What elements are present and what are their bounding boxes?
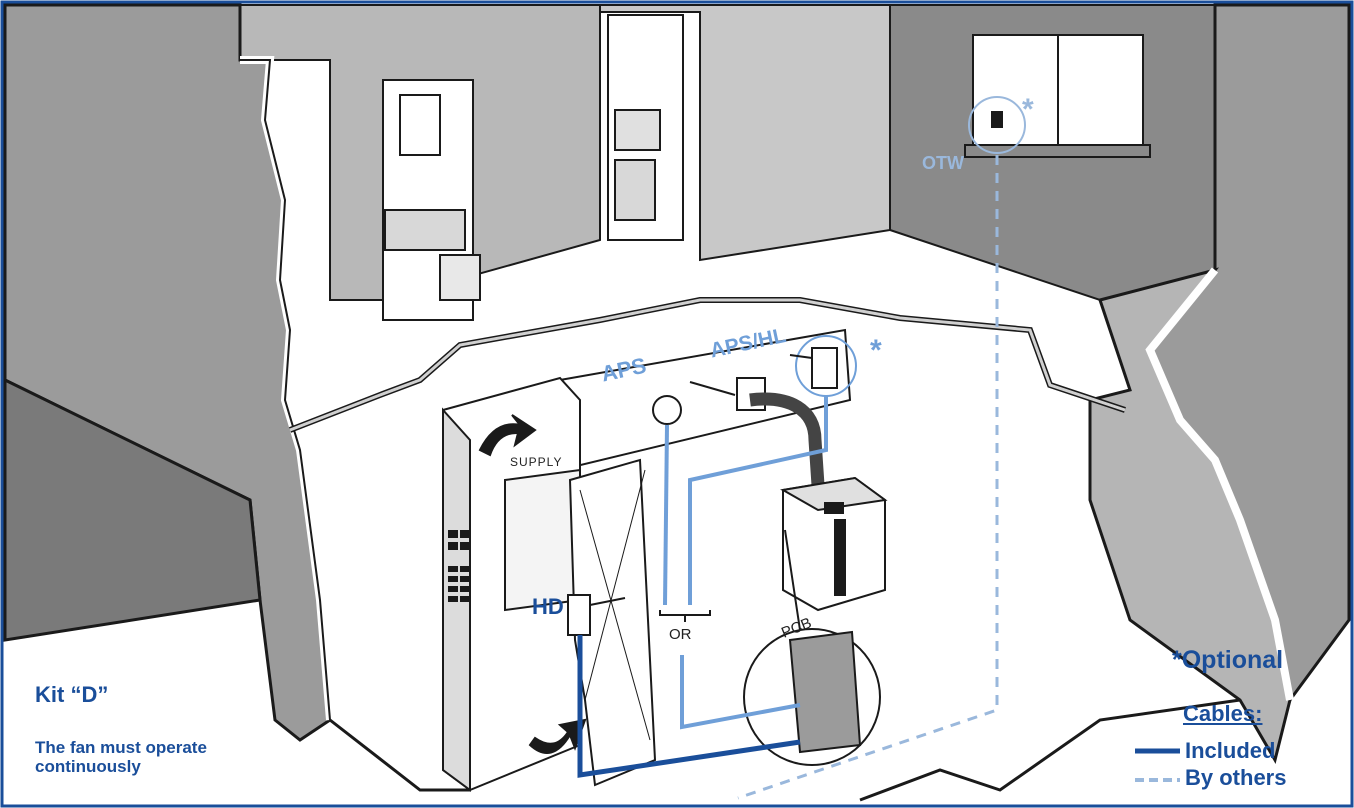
supply-duct [559, 328, 852, 472]
cables-heading: Cables: [1183, 701, 1263, 726]
return-column [568, 458, 657, 787]
hd-label: HD [532, 594, 564, 619]
aps-hl-optional-marker: * [870, 334, 882, 367]
otw-cable [737, 155, 999, 800]
or-brace [659, 610, 711, 622]
pcb-magnifier [743, 529, 881, 766]
otw-optional-marker: * [1022, 93, 1034, 126]
or-label: OR [669, 626, 692, 643]
right-doorway [607, 14, 684, 241]
legend-by-others-label: By others [1185, 765, 1287, 790]
aps-hl-sensor [789, 335, 857, 397]
aps-sensor [652, 381, 736, 425]
fan-note: The fan must operate continuously [35, 738, 207, 776]
right-wall [1088, 3, 1351, 764]
furnace [442, 376, 587, 792]
air-cleaner-unit [780, 476, 888, 612]
window [964, 34, 1151, 158]
legend-included-label: Included [1185, 738, 1276, 763]
hd-cable [577, 635, 801, 778]
hd-switch [567, 594, 626, 636]
supply-label: SUPPLY [510, 455, 563, 469]
aps-cables [663, 395, 828, 730]
optional-label: *Optional [1172, 646, 1284, 674]
left-wall [3, 3, 334, 742]
otw-circle [968, 96, 1026, 154]
kit-title: Kit “D” [35, 682, 109, 707]
left-doorway [382, 79, 481, 321]
flex-duct [749, 392, 825, 486]
otw-label: OTW [922, 153, 964, 173]
